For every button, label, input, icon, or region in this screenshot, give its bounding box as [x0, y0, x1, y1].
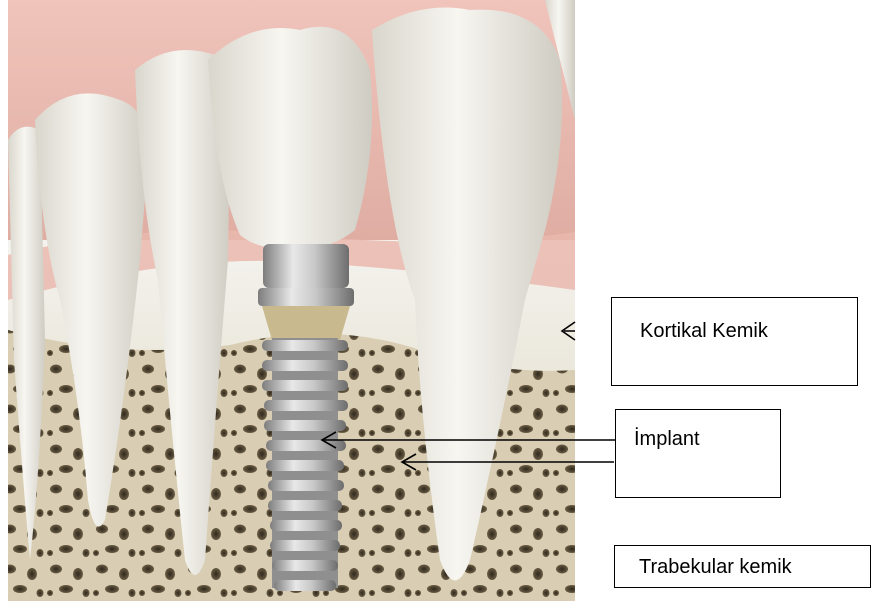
implant-screw [262, 338, 348, 591]
label-trabecular: Trabekular kemik [639, 556, 792, 579]
implant-crown [208, 27, 372, 249]
implant-collar [258, 288, 354, 306]
implant-neck [262, 306, 350, 340]
label-cortical: Kortikal Kemik [640, 320, 768, 343]
label-box-cortical: Kortikal Kemik [611, 297, 858, 386]
label-box-implant: İmplant [615, 409, 781, 498]
implant-abutment [263, 244, 349, 288]
label-implant: İmplant [634, 428, 700, 451]
label-box-trabecular: Trabekular kemik [614, 545, 871, 588]
dental-implant-illustration [0, 0, 575, 601]
